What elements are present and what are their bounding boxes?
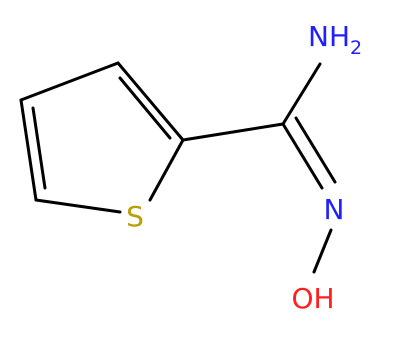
bond-c2-s [148, 138, 185, 202]
bond-c-n-double-b [294, 116, 337, 184]
bond-c2-c-amidine [181, 122, 285, 142]
bond-c3-c2-inner [118, 76, 172, 140]
imine-nitrogen-label: N [324, 193, 345, 226]
bond-layer [19, 61, 337, 274]
bond-c-amidine-nh2 [281, 62, 322, 126]
bond-s-c5 [34, 198, 122, 214]
bond-c5-c4-inner [31, 106, 47, 190]
bond-c5-c4 [19, 98, 38, 202]
bond-c-n-double-a [281, 122, 324, 190]
amine-subscript: 2 [350, 37, 362, 59]
hydroxyl-label: OH [291, 282, 334, 315]
amine-nh-text: NH [308, 20, 350, 53]
bond-n-o [312, 228, 333, 274]
sulfur-atom-label: S [126, 200, 144, 233]
bond-c3-c2 [116, 61, 185, 142]
amine-nitrogen-label: NH2 [308, 20, 362, 59]
bond-c4-c3 [19, 61, 120, 102]
